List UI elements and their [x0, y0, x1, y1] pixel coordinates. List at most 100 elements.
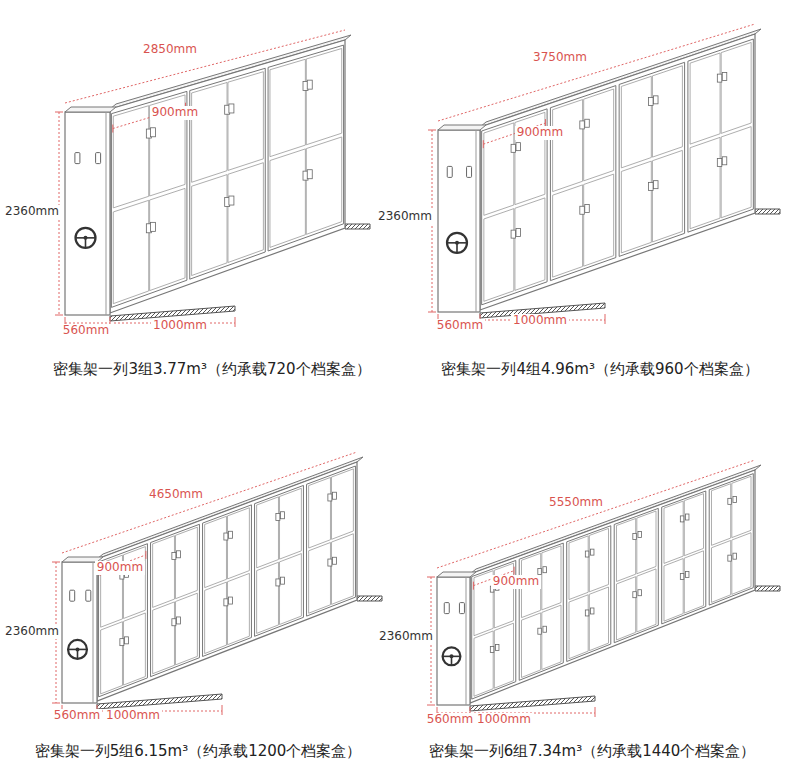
cabinet-door	[280, 488, 302, 559]
shelving-unit	[427, 460, 780, 717]
cabinet-door	[332, 534, 354, 605]
door-handle	[728, 498, 732, 504]
caption-text: 密集架一列5组6.15m³（约承载1200个档案盒）	[33, 743, 364, 760]
door-handle	[733, 553, 737, 559]
cabinet-door	[153, 602, 175, 674]
cabinet-door	[306, 48, 341, 144]
door-handle	[580, 121, 585, 129]
cabinet-group	[255, 485, 304, 636]
door-handle	[685, 571, 689, 577]
end-panel-handle	[444, 603, 449, 614]
door-handle	[229, 104, 234, 113]
cabinet-door	[584, 174, 614, 266]
cabinet-door	[721, 42, 751, 133]
end-panel-top	[65, 107, 116, 112]
dimension-tick	[428, 312, 436, 313]
door-handle	[633, 592, 637, 598]
caption-text: 密集架一列6组7.34m³（约承载1440个档案盒）	[427, 743, 758, 760]
dimension-label: 2360mm	[3, 205, 61, 219]
cabinet-door	[124, 613, 146, 685]
cabinet-door	[616, 518, 635, 581]
dimension-tick	[605, 314, 606, 324]
door-handle	[538, 628, 542, 634]
door-handle	[649, 98, 654, 106]
cabinet-door	[257, 562, 279, 633]
cabinet-door	[474, 631, 493, 696]
cabinet-door	[205, 516, 227, 587]
cabinet-door	[192, 82, 227, 182]
door-handle	[281, 577, 285, 584]
cabinet-group	[709, 474, 753, 605]
cabinet-front	[480, 34, 755, 310]
cabinet-group	[688, 39, 753, 232]
cabinet-door	[664, 559, 683, 622]
dimension-tick	[514, 567, 515, 575]
dimension-label: 2850mm	[141, 43, 199, 57]
cabinet-door	[621, 161, 651, 253]
dimension-tick	[235, 317, 236, 327]
cabinet-door	[569, 595, 588, 659]
dimension-tick	[112, 125, 113, 133]
door-handle	[172, 553, 176, 560]
cabinet-group	[567, 526, 611, 662]
cabinet-group	[111, 91, 187, 307]
door-handle	[538, 569, 542, 575]
door-handle	[125, 637, 129, 644]
cabinet-door	[205, 582, 227, 653]
hand-wheel	[443, 647, 461, 665]
end-panel	[62, 562, 97, 703]
cabinet-door	[542, 605, 561, 669]
dimension-label: 3750mm	[531, 51, 589, 65]
door-handle	[276, 579, 280, 586]
cabinet-door	[228, 573, 250, 644]
cabinet-group	[203, 505, 252, 657]
cabinet-door	[616, 577, 635, 640]
end-panel-handle	[75, 153, 80, 164]
door-handle	[585, 610, 589, 616]
door-handle	[224, 533, 228, 540]
door-handle	[638, 590, 642, 596]
cabinet-door	[101, 622, 123, 694]
door-handle	[490, 646, 494, 652]
door-handle	[281, 512, 285, 519]
end-panel-edge	[93, 562, 94, 703]
cabinet-door	[621, 76, 651, 168]
wheel-hub	[455, 241, 459, 245]
dimension-tick	[145, 551, 146, 559]
cabinet-front	[110, 40, 345, 313]
dimension-label: 900mm	[95, 561, 145, 575]
door-handle	[224, 599, 228, 606]
door-handle	[543, 626, 547, 632]
cabinet-door	[124, 547, 146, 619]
door-handle	[151, 128, 156, 137]
wheel-hub	[76, 647, 80, 651]
door-handle	[680, 516, 684, 522]
door-handle	[722, 157, 727, 165]
end-panel	[438, 130, 480, 312]
cabinet-door	[484, 123, 514, 215]
door-handle	[717, 159, 722, 167]
door-handle	[685, 514, 689, 520]
cabinet-door	[690, 53, 720, 144]
dimension-label: 1000mm	[475, 713, 533, 727]
door-handle	[580, 206, 585, 214]
floor-rail	[755, 586, 780, 591]
door-handle	[151, 222, 156, 231]
cabinet-door	[176, 593, 198, 665]
hand-wheel	[447, 233, 467, 253]
cabinet-door	[228, 163, 263, 263]
cabinet-door	[228, 508, 250, 579]
cabinet-group	[519, 543, 563, 680]
cabinet-door	[589, 528, 608, 591]
dimension-label: 560mm	[435, 319, 485, 333]
cabinet-door	[192, 175, 227, 276]
dimension-tick	[427, 705, 435, 706]
end-panel-handle	[96, 153, 101, 164]
wheel-hub	[84, 236, 88, 240]
door-handle	[120, 639, 124, 646]
dimension-label: 2360mm	[377, 630, 435, 644]
door-handle	[543, 567, 547, 573]
cabinet-door	[309, 542, 331, 613]
end-panel-edge	[476, 130, 477, 312]
cabinet-group	[268, 45, 344, 251]
